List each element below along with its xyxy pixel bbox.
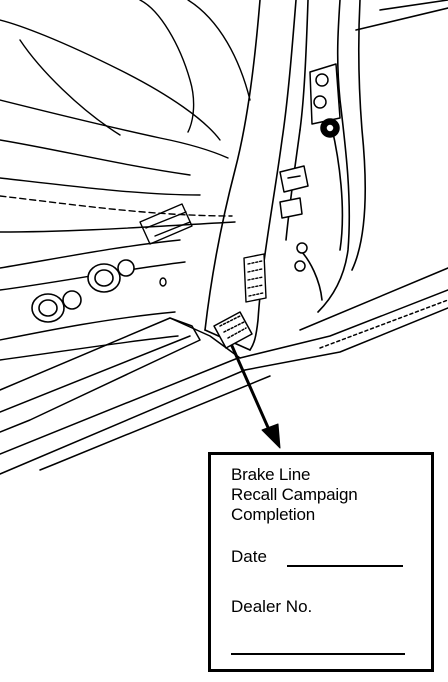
leader-arrow: [230, 344, 281, 449]
pillar-label: [243, 253, 267, 303]
sill-plate: [0, 267, 448, 475]
label-title-line-1: Brake Line: [231, 465, 311, 484]
door-striker: [279, 63, 341, 272]
date-blank-line: [287, 565, 403, 567]
recall-completion-label: Brake Line Recall Campaign Completion Da…: [208, 452, 434, 672]
dealer-blank-line: [231, 653, 405, 655]
date-field-label: Date: [231, 547, 267, 566]
recall-sticker-location: [213, 311, 253, 349]
dealer-field-label: Dealer No.: [231, 597, 313, 616]
label-title-line-3: Completion: [231, 505, 315, 524]
seat-adjust-knobs: [31, 259, 135, 323]
label-title-line-2: Recall Campaign: [231, 485, 358, 504]
seat-outline: [0, 0, 251, 233]
b-pillar: [204, 0, 448, 351]
